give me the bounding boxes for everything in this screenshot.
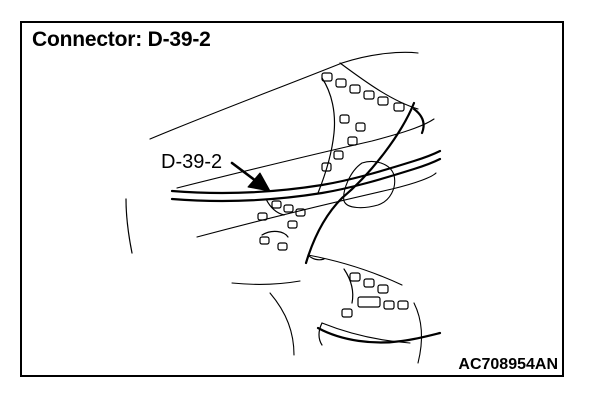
vehicle-body-outline — [149, 51, 437, 364]
connector-group-lower — [341, 272, 409, 318]
arrow-head — [247, 172, 271, 192]
wiring-harness-diagram — [125, 51, 442, 364]
wire-harness-thin — [125, 77, 354, 346]
page-title: Connector: D-39-2 — [32, 28, 211, 51]
connector-group-middle — [257, 200, 306, 251]
wire-harness — [170, 101, 442, 344]
leader-arrow — [230, 161, 258, 183]
figure-id: AC708954AN — [458, 356, 558, 373]
connector-group-upper — [321, 72, 405, 172]
diagram-frame: Connector: D-39-2 D-39-2 AC708954AN — [20, 21, 564, 377]
connector-callout-label: D-39-2 — [161, 151, 223, 173]
